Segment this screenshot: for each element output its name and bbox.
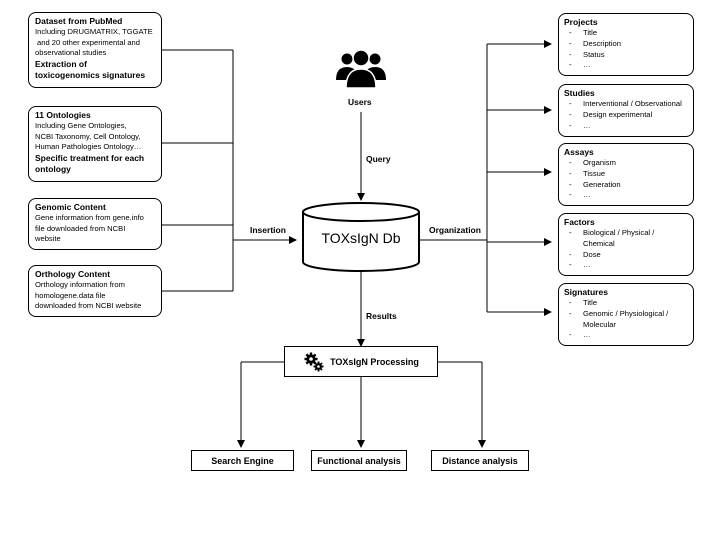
source-line: Orthology information from bbox=[35, 280, 125, 289]
source-line: downloaded from NCBI website bbox=[35, 301, 142, 310]
entity-item: … bbox=[564, 260, 688, 271]
organization-label: Organization bbox=[429, 225, 481, 235]
output-label: Distance analysis bbox=[442, 455, 518, 466]
source-box-ontologies: 11 Ontologies Including Gene Ontologies,… bbox=[28, 106, 162, 182]
source-line: observational studies bbox=[35, 48, 107, 57]
source-line: Including Gene Ontologies, bbox=[35, 121, 127, 130]
entity-title: Signatures bbox=[564, 287, 608, 297]
entity-item: Tissue bbox=[564, 169, 688, 180]
entity-box-projects: Projects Title Description Status … bbox=[558, 13, 694, 76]
database-cylinder bbox=[302, 202, 420, 272]
source-note: ontology bbox=[35, 163, 71, 174]
source-box-genomic: Genomic Content Gene information from ge… bbox=[28, 198, 162, 250]
entity-item: Molecular bbox=[583, 319, 616, 329]
results-label: Results bbox=[366, 311, 397, 321]
source-title: 11 Ontologies bbox=[35, 110, 91, 120]
query-label: Query bbox=[366, 154, 391, 164]
source-title: Dataset from PubMed bbox=[35, 16, 123, 26]
output-label: Functional analysis bbox=[317, 455, 401, 466]
entity-title: Assays bbox=[564, 147, 594, 157]
entity-title: Projects bbox=[564, 17, 598, 27]
output-box-distance-analysis: Distance analysis bbox=[431, 450, 529, 471]
source-line: Gene information from gene.info bbox=[35, 213, 144, 222]
entity-item: … bbox=[564, 60, 688, 71]
source-note: Specific treatment for each bbox=[35, 152, 145, 163]
source-line: and 20 other experimental and bbox=[37, 37, 141, 47]
source-line: Human Pathologies Ontology… bbox=[35, 142, 142, 151]
entity-item: … bbox=[564, 330, 688, 341]
entity-item: … bbox=[564, 190, 688, 201]
entity-box-assays: Assays Organism Tissue Generation … bbox=[558, 143, 694, 206]
source-line: file downloaded from NCBI bbox=[35, 223, 126, 233]
entity-item: Biological / Physical / bbox=[564, 228, 688, 239]
entity-box-signatures: Signatures Title Genomic / Physiological… bbox=[558, 283, 694, 346]
entity-box-studies: Studies Interventional / Observational D… bbox=[558, 84, 694, 137]
entity-title: Studies bbox=[564, 88, 595, 98]
source-note: toxicogenomics signatures bbox=[35, 69, 146, 80]
entity-item: Organism bbox=[564, 158, 688, 169]
database-label: TOXsIgN Db bbox=[321, 230, 401, 246]
entity-item: Genomic / Physiological / bbox=[564, 309, 688, 320]
source-box-orthology: Orthology Content Orthology information … bbox=[28, 265, 162, 317]
source-title: Orthology Content bbox=[35, 269, 111, 279]
entity-box-factors: Factors Biological / Physical / Chemical… bbox=[558, 213, 694, 276]
entity-item: Description bbox=[564, 39, 688, 50]
source-line: website bbox=[35, 234, 61, 243]
entity-item: Dose bbox=[564, 250, 688, 261]
output-box-functional-analysis: Functional analysis bbox=[311, 450, 407, 471]
entity-item: Interventional / Observational bbox=[564, 99, 688, 110]
entity-title: Factors bbox=[564, 217, 595, 227]
insertion-label: Insertion bbox=[250, 225, 286, 235]
output-box-search-engine: Search Engine bbox=[191, 450, 294, 471]
users-label: Users bbox=[348, 97, 372, 107]
entity-item: Chemical bbox=[583, 238, 615, 248]
source-line: homologene.data file bbox=[35, 290, 106, 300]
entity-item: Title bbox=[564, 28, 688, 39]
source-title: Genomic Content bbox=[35, 202, 106, 212]
entity-item: Generation bbox=[564, 180, 688, 191]
entity-item: … bbox=[564, 121, 688, 132]
processing-label: TOXsIgN Processing bbox=[330, 356, 419, 367]
source-line: NCBI Taxonomy, Cell Ontology, bbox=[35, 131, 141, 141]
source-box-dataset: Dataset from PubMed Including DRUGMATRIX… bbox=[28, 12, 162, 88]
output-label: Search Engine bbox=[211, 455, 274, 466]
entity-item: Design experimental bbox=[564, 110, 688, 121]
entity-item: Status bbox=[564, 50, 688, 61]
users-group-icon bbox=[336, 49, 386, 89]
gears-icon bbox=[303, 351, 325, 373]
processing-box: TOXsIgN Processing bbox=[284, 346, 438, 377]
source-line: Including DRUGMATRIX, TGGATE bbox=[35, 27, 153, 36]
entity-item: Title bbox=[564, 298, 688, 309]
source-note: Extraction of bbox=[35, 58, 87, 69]
